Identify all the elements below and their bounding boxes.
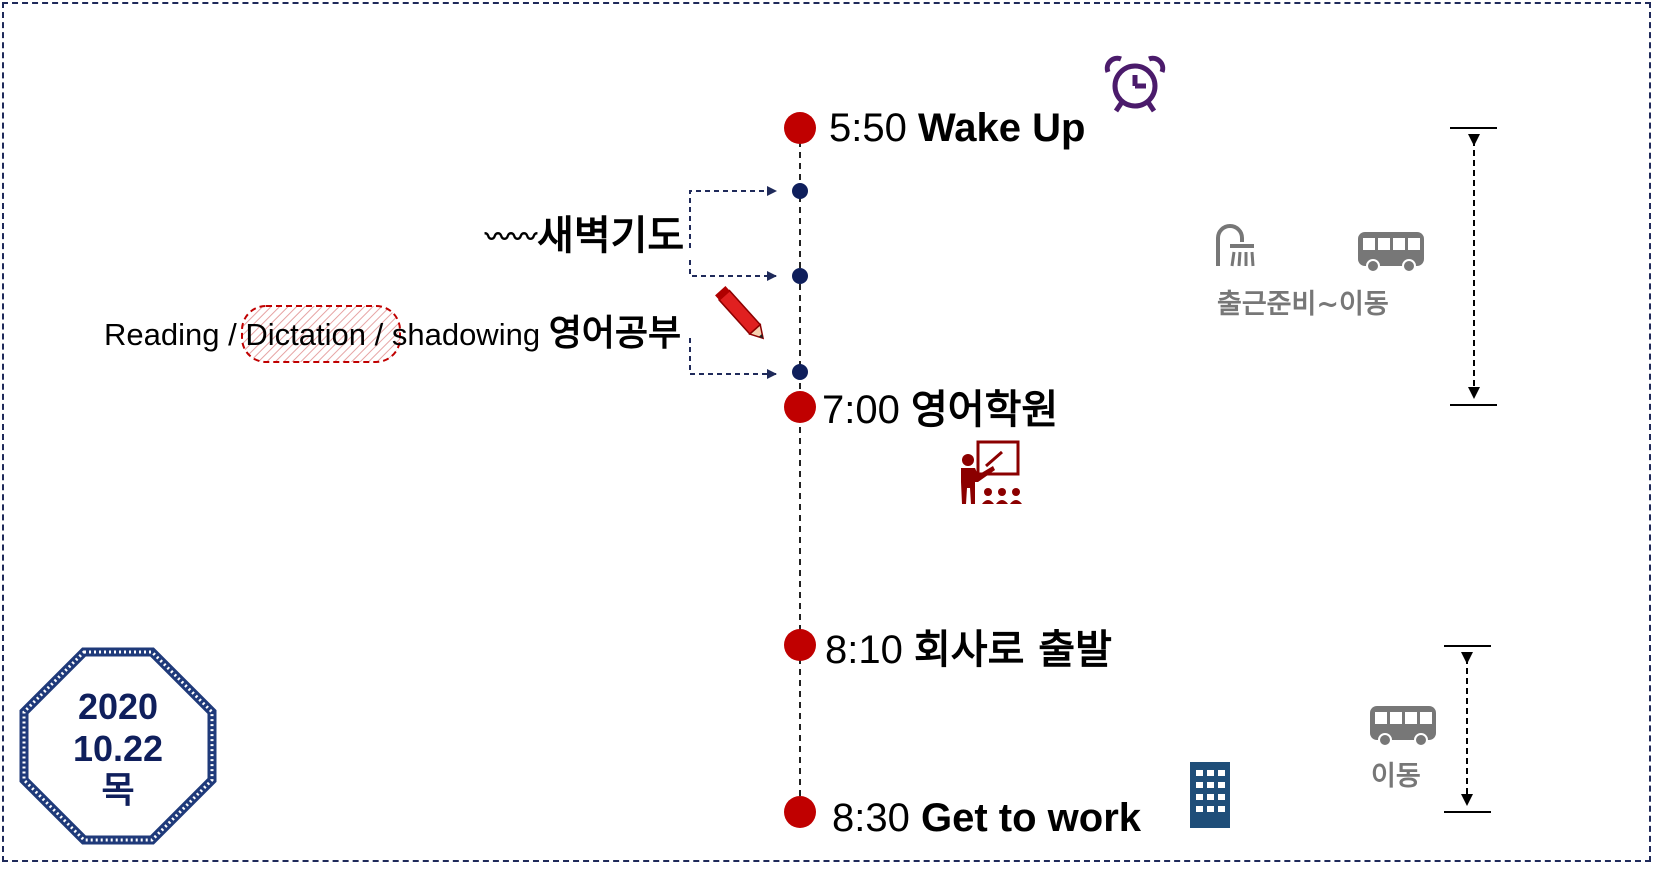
event-wakeup: 5:50 Wake Up xyxy=(829,104,1085,152)
building-icon xyxy=(1190,762,1230,828)
dictation-highlight xyxy=(241,305,401,363)
bus-icon xyxy=(1370,706,1436,747)
side-prep-label: 출근준비~이동 xyxy=(1217,289,1389,320)
event-label: 회사로 출발 xyxy=(913,627,1112,673)
date-weekday: 목 xyxy=(101,770,135,811)
event-time: 8:10 xyxy=(825,628,903,672)
duration-bracket-commute xyxy=(1444,645,1491,813)
study-title: 영어공부 xyxy=(548,313,682,354)
prayer-label: 〰〰새벽기도 xyxy=(485,212,684,262)
study-separator: / xyxy=(228,317,237,352)
study-separator: / xyxy=(374,317,384,352)
bus-icon xyxy=(1358,232,1424,273)
milestone-dot xyxy=(784,391,816,423)
substep-dot xyxy=(792,364,808,380)
event-academy: 7:00 영어학원 xyxy=(822,386,1058,434)
substep-connector xyxy=(689,186,777,379)
event-depart: 8:10 회사로 출발 xyxy=(825,626,1112,674)
event-label: Get to work xyxy=(920,796,1142,840)
pencil-icon xyxy=(715,286,765,340)
event-time: 5:50 xyxy=(829,106,907,150)
event-time: 8:30 xyxy=(832,796,910,840)
date-badge-octagon xyxy=(19,647,217,845)
event-label: Wake Up xyxy=(917,106,1086,150)
side-commute-label: 이동 xyxy=(1371,761,1421,792)
milestone-dot xyxy=(784,112,816,144)
duration-bracket-prep xyxy=(1450,127,1497,406)
prayer-text: 새벽기도 xyxy=(537,213,685,259)
event-work: 8:30 Get to work xyxy=(832,794,1141,842)
milestone-dot xyxy=(784,629,816,661)
milestone-dot xyxy=(784,796,816,828)
substep-dot xyxy=(792,183,808,199)
event-time: 7:00 xyxy=(822,388,900,432)
study-dictation: Dictation xyxy=(245,317,366,352)
study-label: Reading / Dictation / shadowing 영어공부 xyxy=(104,314,681,355)
teacher-icon xyxy=(961,440,1022,504)
date-day: 10.22 xyxy=(72,728,164,769)
shower-icon xyxy=(1216,224,1255,267)
study-reading: Reading xyxy=(104,317,220,352)
closed-eyes-icon: 〰〰 xyxy=(485,223,538,253)
substep-dot xyxy=(792,268,808,284)
event-label: 영어학원 xyxy=(910,387,1059,433)
date-badge: 2020 10.22 목 xyxy=(44,686,192,812)
date-year: 2020 xyxy=(77,686,159,727)
alarm-clock-icon xyxy=(1104,55,1166,113)
study-shadowing: shadowing xyxy=(391,317,541,352)
